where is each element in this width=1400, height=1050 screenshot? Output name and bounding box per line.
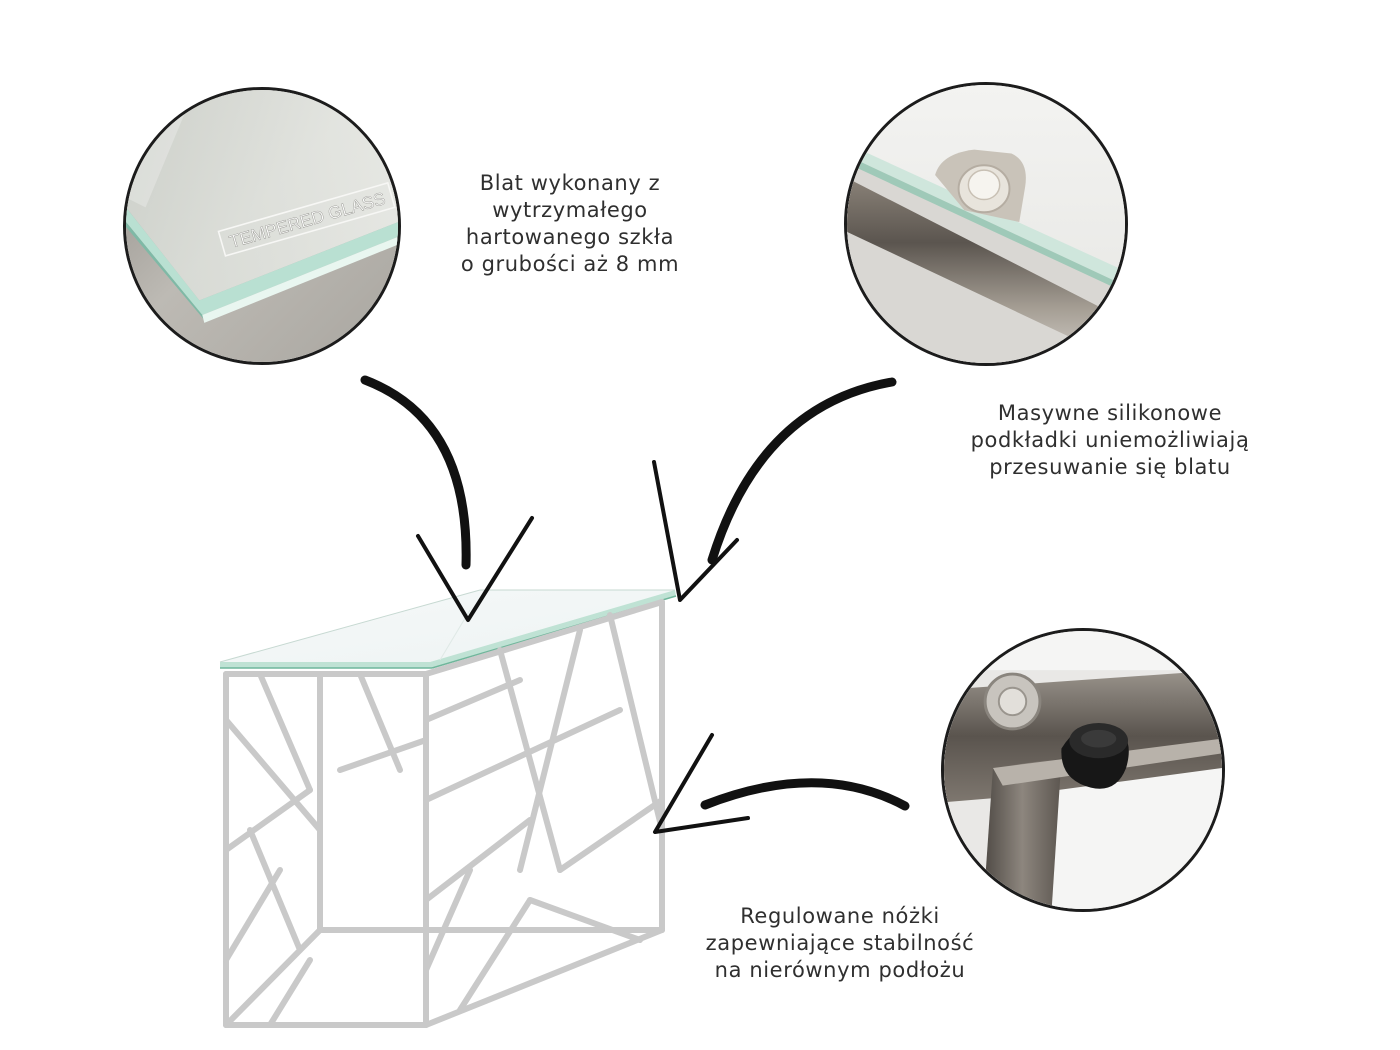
- caption-adjustable-feet: Regulowane nóżki zapewniające stabilność…: [660, 903, 1020, 984]
- detail-photo-adjustable-foot: [941, 628, 1225, 912]
- caption-glass-line-3: hartowanego szkła: [465, 225, 675, 249]
- caption-glass-line-1: Blat wykonany z: [479, 171, 661, 195]
- caption-feet-line-2: zapewniające stabilność: [705, 931, 975, 955]
- adjustable-foot-closeup-image: [944, 631, 1222, 909]
- detail-photo-glass: TEMPERED GLASS: [123, 87, 401, 365]
- glass-closeup-image: TEMPERED GLASS: [126, 90, 398, 362]
- arrow-silicone-pad: [652, 377, 897, 602]
- caption-glass-line-4: o grubości aż 8 mm: [460, 252, 680, 276]
- caption-glass-line-2: wytrzymałego: [492, 198, 648, 222]
- caption-feet-line-1: Regulowane nóżki: [740, 904, 940, 928]
- caption-pads-line-1: Masywne silikonowe: [997, 401, 1223, 425]
- detail-photo-silicone-pad: [844, 82, 1128, 366]
- silicone-pad-closeup-image: [847, 85, 1125, 363]
- caption-pads-line-2: podkładki uniemożliwiają: [970, 428, 1250, 452]
- console-table-photo: [219, 589, 677, 1028]
- caption-silicone-pads: Masywne silikonowe podkładki uniemożliwi…: [930, 400, 1290, 481]
- caption-glass-top: Blat wykonany z wytrzymałego hartowanego…: [420, 170, 720, 278]
- caption-pads-line-3: przesuwanie się blatu: [989, 455, 1231, 479]
- table-glass-top: [219, 589, 677, 669]
- caption-feet-line-3: na nierównym podłożu: [714, 958, 966, 982]
